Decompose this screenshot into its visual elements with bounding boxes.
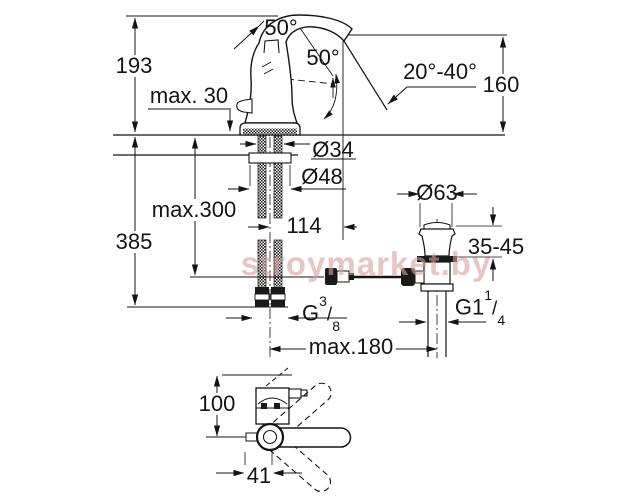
dim-clamp-range: 35-45 [467,234,525,259]
deck-lines [113,134,505,156]
dim-flange-dia: Ø63 [416,180,458,205]
dim-supply-thread: G3/8 [302,293,340,334]
dim-max-deck: max. 30 [149,83,229,108]
dim-shank-dia: Ø34 [312,137,354,162]
dim-hose-drop: max.300 [148,199,240,221]
base-knurl [243,128,297,135]
dim-stream-angle: 20°-40° [403,59,477,84]
plan-view [245,367,352,493]
drain-locknut [417,256,457,262]
dim-rod-reach: max.180 [305,336,397,358]
dim-outlet-height: 160 [479,74,523,96]
dim-base-dia: Ø48 [301,164,343,189]
dim-swivel-angle: 50° [306,45,340,70]
dim-waste-thread: G11/4 [454,287,506,328]
rod-knob [401,268,415,286]
pop-up-rod [190,268,402,285]
faucet-lever-side [236,98,253,114]
dim-below-height: 385 [112,231,156,253]
handle-swing-dashed [264,382,332,493]
faucet-handle-upright [263,39,280,54]
dim-plan-depth: 100 [195,393,239,415]
faucet-mounting [248,135,292,307]
dim-spout-reach: 114 [286,213,322,238]
handle-lever [270,427,352,448]
dim-handle-angle: 50° [264,15,298,40]
faucet-front-view [236,14,353,136]
hose-connectors [254,287,286,307]
watermark: stroymarket.by [240,245,492,282]
drain-assembly [401,221,457,357]
dim-plan-offset: 41 [243,465,275,487]
mounting-washer [248,152,292,164]
dim-total-height: 193 [112,55,156,77]
